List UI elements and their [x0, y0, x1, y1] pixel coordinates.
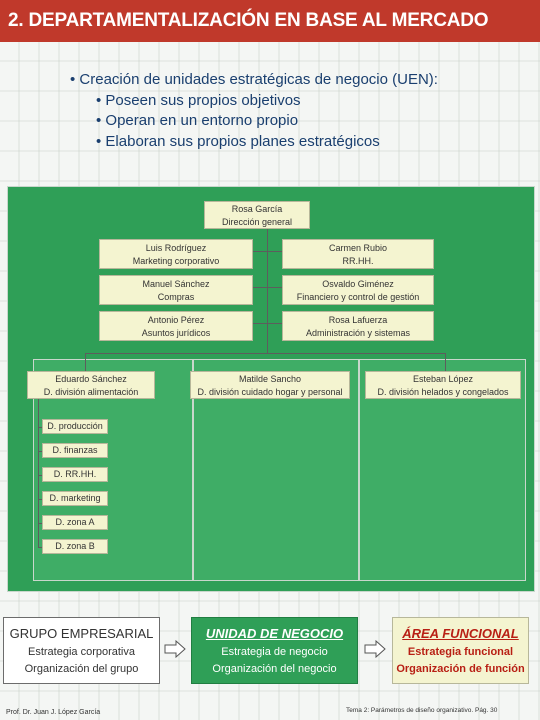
org-box-role: Asuntos jurídicos: [141, 328, 211, 338]
arrow-right-icon: [164, 640, 186, 658]
level-title: UNIDAD DE NEGOCIO: [205, 626, 344, 641]
bullet-sub: • Operan en un entorno propio: [96, 112, 299, 129]
org-box-name: Manuel Sánchez: [142, 279, 210, 289]
connector-staff-left-2: [253, 287, 267, 288]
org-box-role: Marketing corporativo: [132, 256, 220, 266]
arrow-right-icon: [364, 640, 386, 658]
subdept-box: D. zona B: [42, 539, 108, 554]
org-box-division: Esteban López D. división helados y cong…: [365, 371, 521, 399]
connector-staff-left-3: [253, 323, 267, 324]
slide-title: 2. DEPARTAMENTALIZACIÓN EN BASE AL MERCA…: [0, 0, 540, 42]
org-box-role: Financiero y control de gestión: [296, 292, 420, 302]
level-line: Estrategia funcional: [407, 646, 514, 658]
org-box-role: Administración y sistemas: [305, 328, 411, 338]
level-box-business-unit: UNIDAD DE NEGOCIO Estrategia de negocio …: [191, 617, 358, 684]
org-box-name: Esteban López: [412, 374, 474, 384]
org-box-staff: Luis Rodríguez Marketing corporativo: [99, 239, 253, 269]
org-box-name: Rosa Lafuerza: [328, 315, 388, 325]
org-box-staff: Antonio Pérez Asuntos jurídicos: [99, 311, 253, 341]
connector-division-right: [445, 353, 446, 371]
org-box-name: Eduardo Sánchez: [55, 374, 127, 384]
level-box-functional: ÁREA FUNCIONAL Estrategia funcional Orga…: [392, 617, 529, 684]
org-chart: Rosa García Dirección general Luis Rodrí…: [7, 186, 535, 592]
org-box-name: Antonio Pérez: [147, 315, 205, 325]
org-box-staff: Rosa Lafuerza Administración y sistemas: [282, 311, 434, 341]
level-line: Organización de función: [396, 663, 525, 675]
level-box-group: GRUPO EMPRESARIAL Estrategia corporativa…: [3, 617, 160, 684]
bullet-main: • Creación de unidades estratégicas de n…: [70, 71, 438, 88]
connector-staff-right-3: [268, 323, 282, 324]
bullet-sub: • Elaboran sus propios planes estratégic…: [96, 132, 380, 150]
footer-page: Tema 2: Parámetros de diseño organizativ…: [346, 707, 498, 714]
bullet-sub: • Poseen sus propios objetivos: [96, 91, 301, 109]
org-box-role: D. división helados y congelados: [377, 387, 509, 397]
level-line: Organización del negocio: [212, 663, 337, 675]
org-box-role: D. división alimentación: [43, 387, 139, 397]
subdept-box: D. finanzas: [42, 443, 108, 458]
subdept-box: D. producción: [42, 419, 108, 434]
connector-horizontal-divisions: [85, 353, 445, 354]
org-box-role: D. división cuidado hogar y personal: [197, 387, 343, 397]
org-box-role: Compras: [157, 292, 195, 302]
subdept-box: D. zona A: [42, 515, 108, 530]
org-box-staff: Manuel Sánchez Compras: [99, 275, 253, 305]
connector-staff-right-1: [268, 251, 282, 252]
subdept-box: D. RR.HH.: [42, 467, 108, 482]
org-box-name: Osvaldo Giménez: [322, 279, 394, 289]
connector-division-left: [85, 353, 86, 371]
bullet-list: • Creación de unidades estratégicas de n…: [70, 70, 510, 152]
org-box-division: Matilde Sancho D. división cuidado hogar…: [190, 371, 350, 399]
org-box-director: Rosa García Dirección general: [204, 201, 310, 229]
org-box-name: Matilde Sancho: [238, 374, 302, 384]
level-line: Estrategia de negocio: [221, 646, 328, 658]
org-box-name: Luis Rodríguez: [145, 243, 207, 253]
level-title: GRUPO EMPRESARIAL: [9, 626, 154, 641]
org-box-name: Rosa García: [231, 204, 283, 214]
connector-subdept-vertical: [38, 399, 39, 547]
connector-staff-right-2: [268, 287, 282, 288]
footer-author: Prof. Dr. Juan J. López García: [6, 709, 101, 716]
org-box-division: Eduardo Sánchez D. división alimentación: [27, 371, 155, 399]
org-box-staff: Osvaldo Giménez Financiero y control de …: [282, 275, 434, 305]
level-title: ÁREA FUNCIONAL: [402, 626, 519, 641]
org-box-name: Carmen Rubio: [328, 243, 388, 253]
org-box-role: Dirección general: [221, 217, 293, 227]
org-box-role: RR.HH.: [342, 256, 374, 266]
level-line: Organización del grupo: [24, 663, 139, 675]
subdept-box: D. marketing: [42, 491, 108, 506]
connector-staff-left-1: [253, 251, 267, 252]
org-box-staff: Carmen Rubio RR.HH.: [282, 239, 434, 269]
connector-vertical-main: [267, 225, 268, 353]
level-line: Estrategia corporativa: [28, 646, 135, 658]
